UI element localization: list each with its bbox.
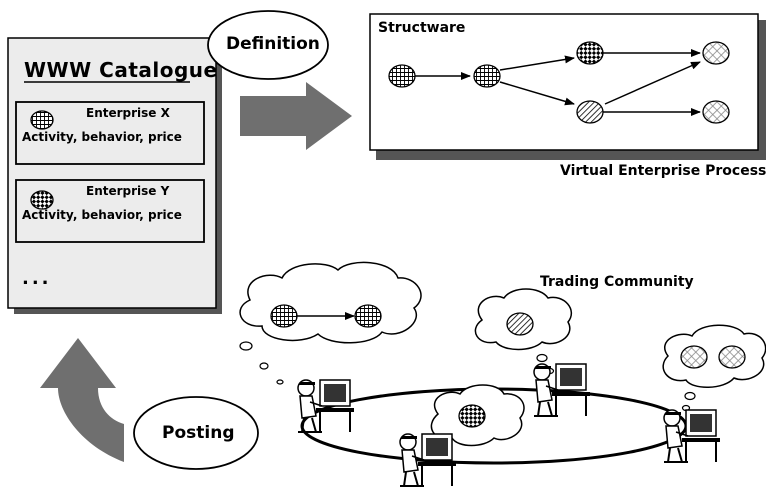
process-node: [576, 100, 604, 124]
thought-cloud-icon: [239, 261, 422, 385]
structware-label: Structware: [378, 20, 466, 36]
definition-bubble: [207, 10, 329, 80]
structware-panel: [369, 13, 766, 160]
enterprise-y-attributes: Activity, behavior, price: [22, 208, 182, 222]
process-node: [576, 41, 604, 65]
catalogue-entry-y: [15, 179, 205, 243]
process-node: [702, 41, 730, 65]
catalogue-more-ellipsis: ...: [22, 268, 52, 289]
catalogue-title: WWW Catalogue: [24, 58, 218, 82]
structware-process-graph: [388, 41, 730, 124]
posting-label: Posting: [162, 423, 235, 443]
process-node: [702, 100, 730, 124]
definition-label: Definition: [226, 34, 320, 54]
enterprise-x-name: Enterprise X: [86, 106, 170, 120]
definition-arrow-icon: [240, 82, 352, 150]
posting-bubble: [133, 396, 259, 470]
enterprise-y-node-icon: [30, 190, 54, 210]
person-at-computer-icon: [399, 433, 457, 487]
trading-community-label: Trading Community: [540, 274, 694, 290]
enterprise-x-node-icon: [30, 110, 54, 130]
posting-arrow-icon: [40, 338, 124, 462]
catalogue-panel: [7, 37, 222, 314]
person-at-computer-icon: [533, 363, 591, 417]
thought-cloud-icon: [474, 288, 573, 375]
thought-cloud-icon: [662, 324, 766, 412]
virtual-enterprise-process-label: Virtual Enterprise Process: [560, 163, 766, 179]
enterprise-x-attributes: Activity, behavior, price: [22, 130, 182, 144]
person-at-computer-icon: [297, 379, 354, 433]
person-at-computer-icon: [663, 409, 721, 463]
process-node: [388, 64, 416, 88]
enterprise-y-name: Enterprise Y: [86, 184, 170, 198]
process-node: [473, 64, 501, 88]
